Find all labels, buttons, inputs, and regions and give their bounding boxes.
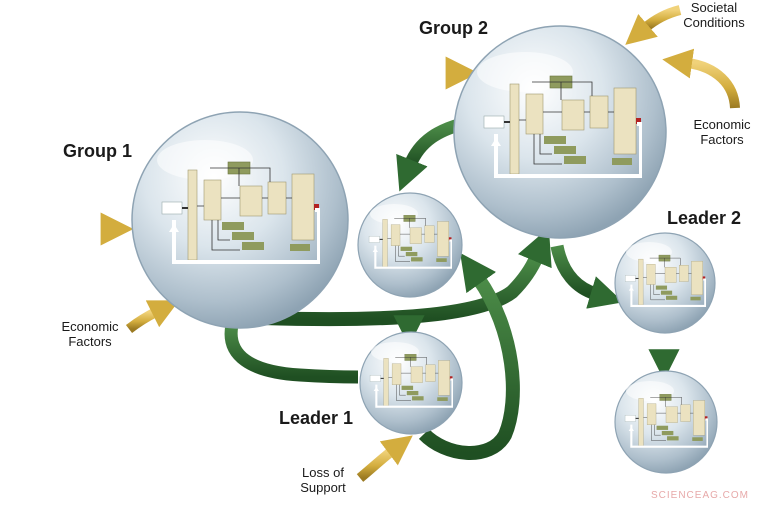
leader1-support-loop-arrow [418, 252, 520, 460]
small-sphere-middle [357, 192, 463, 298]
group2-sphere [453, 25, 667, 239]
loss-of-support-arrow [356, 435, 413, 482]
group1-sphere [131, 111, 349, 329]
group2-to-leader2-arrow [550, 244, 624, 309]
societal-conditions-arrow [625, 5, 682, 45]
economic-factors-left-label: Economic Factors [61, 319, 119, 349]
leader2-sphere [614, 232, 716, 334]
economic-factors-right-label: Economic Factors [693, 117, 751, 147]
leader1-label: Leader 1 [279, 408, 354, 428]
leader2-label: Leader 2 [667, 208, 742, 228]
economic-factors-left-arrow [125, 300, 180, 333]
societal-conditions-label: Societal Conditions [683, 0, 745, 30]
lower-right-sphere [614, 370, 718, 474]
group1-label: Group 1 [63, 141, 133, 161]
group2-label: Group 2 [419, 18, 489, 38]
watermark: SCIENCEAG.COM [650, 490, 749, 501]
group1-to-group2-arrow [261, 227, 552, 327]
leader1-sphere [359, 331, 463, 435]
loss-of-support-label: Loss of Support [300, 465, 346, 495]
group1-to-leader1-arrow [224, 323, 359, 384]
economic-factors-right-arrow [662, 48, 740, 109]
